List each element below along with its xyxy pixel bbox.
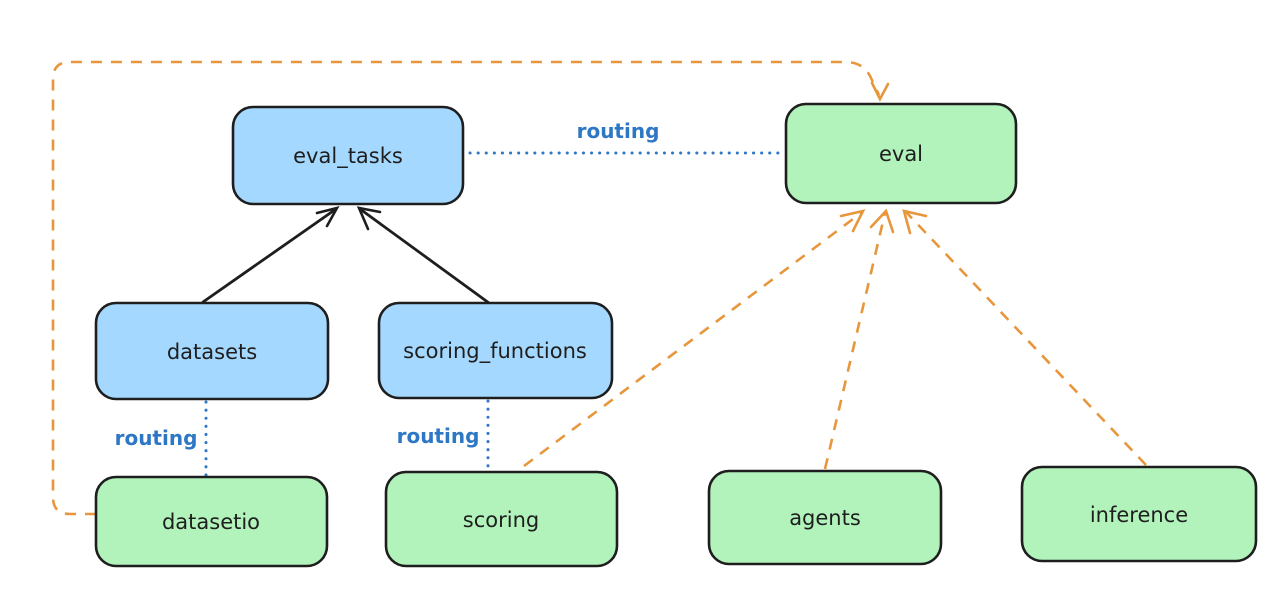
node-scoring-functions-box (377, 301, 614, 400)
node-agents: agents (707, 469, 943, 566)
edge-datasetio-to-eval (51, 60, 881, 516)
node-eval-label: eval (879, 142, 923, 166)
node-inference: inference (1020, 465, 1258, 563)
node-scoring-box (384, 470, 619, 568)
node-scoring-label: scoring (463, 508, 539, 532)
edge-scoring-to-eval-arrowhead-icon (839, 209, 866, 233)
edge-label-routing-eval-tasks-eval: routing (577, 119, 660, 143)
node-scoring: scoring (384, 470, 619, 568)
edge-scoring-functions-to-eval-tasks (358, 207, 491, 305)
node-scoring-functions: scoring_functions (377, 301, 614, 400)
node-datasets: datasets (94, 301, 330, 401)
edge-inference-to-eval (905, 211, 1147, 466)
edge-scoring-functions-to-eval-tasks-arrowhead-icon (356, 206, 382, 231)
node-eval-tasks: eval_tasks (231, 105, 465, 206)
node-datasets-label: datasets (167, 340, 257, 364)
node-inference-label: inference (1090, 503, 1188, 527)
node-inference-box (1020, 465, 1258, 563)
edge-label-routing-scoring-functions-scoring: routing (397, 424, 480, 448)
edge-datasets-to-eval-tasks (201, 207, 338, 304)
node-eval-tasks-label: eval_tasks (293, 144, 403, 169)
node-agents-box (707, 469, 943, 566)
edge-datasets-to-eval-tasks-arrowhead-icon (315, 206, 340, 228)
edge-datasetio-to-eval-arrowhead-icon (870, 81, 890, 102)
edge-agents-to-eval (823, 212, 887, 470)
node-eval: eval (784, 102, 1018, 205)
node-datasetio: datasetio (94, 475, 329, 568)
node-datasetio-label: datasetio (162, 510, 260, 534)
node-datasets-box (94, 301, 330, 401)
node-eval-box (784, 102, 1018, 205)
node-eval-tasks-box (231, 105, 465, 206)
edge-inference-to-eval-arrowhead-icon (902, 209, 928, 235)
node-agents-label: agents (789, 506, 861, 530)
edge-label-routing-datasets-datasetio: routing (115, 426, 198, 450)
edge-agents-to-eval-arrowhead-icon (869, 208, 895, 234)
edge-scoring-to-eval (523, 211, 862, 468)
node-scoring-functions-label: scoring_functions (403, 339, 587, 364)
node-datasetio-box (94, 475, 329, 568)
